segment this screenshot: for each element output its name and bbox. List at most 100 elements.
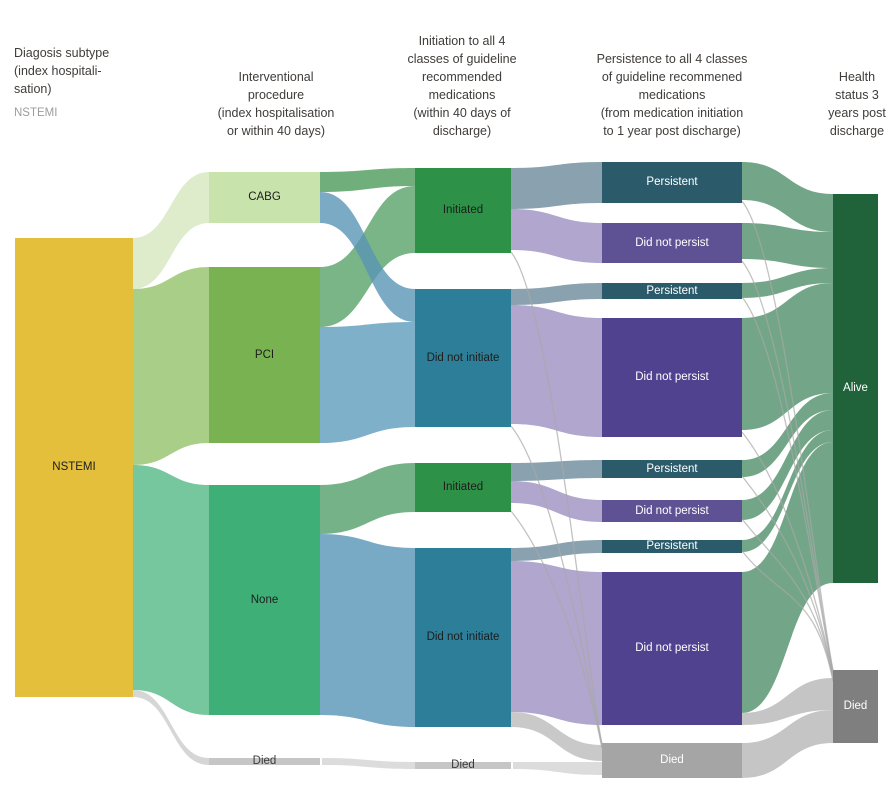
node-did-not-persist-4-label: Did not persist [635,642,709,654]
node-initiated-revasc-label: Initiated [442,204,484,216]
flow-none-initiated[interactable] [320,463,415,534]
flow-persistent4-alive[interactable] [742,430,833,552]
node-did-not-persist-2[interactable]: Did not persist [602,318,742,437]
header-line: Initiation to all 4 [418,34,506,48]
flow-nstemi-cabg[interactable] [133,172,209,289]
flow-none-did-not-initiate[interactable] [320,534,415,727]
flow-initiated1-did-not-persist1[interactable] [511,209,602,263]
flow-initiated1-persistent1[interactable] [511,162,602,209]
header-line: Health [838,70,876,84]
header-line: discharge [829,124,885,138]
node-initiated-none-label: Initiated [442,481,484,493]
node-did-not-initiate-none-label: Did not initiate [426,631,500,643]
node-did-not-initiate-revasc[interactable]: Did not initiate [415,289,511,427]
node-persistent-4[interactable]: Persistent [602,540,742,553]
flow-died-strand [741,431,834,677]
node-initiated-none[interactable]: Initiated [415,463,511,512]
flow-nstemi-died[interactable] [133,690,209,765]
flow-cabg-did-not-initiate[interactable] [320,192,415,322]
flow-died-procedure-died-initiation[interactable] [322,758,415,769]
header-line: classes of guideline [407,52,517,66]
node-initiated-revasc[interactable]: Initiated [415,168,511,253]
node-died-procedure-label: Died [252,755,277,767]
header-line: of guideline recommened [601,70,743,84]
node-did-not-initiate-revasc-label: Did not initiate [426,351,500,364]
flow-died-persistence-died-final[interactable] [742,710,833,778]
header-diagnosis-subtitle: NSTEMI [14,107,58,119]
header-line: medications [638,88,706,102]
flow-pci-did-not-initiate[interactable] [320,322,415,443]
flow-initiated2-did-not-persist3[interactable] [511,481,602,522]
flow-died-strand [741,200,834,671]
header-line: sation) [14,82,52,96]
node-persistent-2-label: Persistent [646,284,698,297]
flow-persistent3-alive[interactable] [742,393,833,477]
node-pci-label: PCI [254,348,275,361]
header-line: (index hospitalisation [217,106,335,120]
node-did-not-persist-3-label: Did not persist [635,504,709,517]
node-persistent-3-label: Persistent [646,462,698,475]
node-alive[interactable]: Alive [833,194,878,583]
flow-did-not-persist3-alive[interactable] [742,410,833,520]
node-persistent-1[interactable]: Persistent [602,162,742,203]
flow-died-strand [741,518,834,680]
flow-initiated2-persistent3[interactable] [511,460,602,481]
flow-did-not-persist4-alive[interactable] [742,442,833,713]
header-line: (within 40 days of [413,106,511,120]
node-none-label: None [250,593,279,606]
node-nstemi[interactable]: NSTEMI [15,238,133,697]
flow-did-not-persist4-died[interactable] [742,678,833,725]
node-did-not-persist-1-label: Did not persist [635,236,709,249]
node-died-final[interactable]: Died [833,670,878,743]
header-line: Diagosis subtype [14,46,110,60]
node-died-initiation-label: Died [451,759,475,771]
node-persistent-4-label: Persistent [646,540,698,552]
node-persistent-3[interactable]: Persistent [602,460,742,478]
flow-died-strand [741,296,834,675]
node-none[interactable]: None [209,485,320,715]
node-cabg[interactable]: CABG [209,172,320,223]
flow-dni2-persistent4[interactable] [511,540,602,561]
header-persistence: Persistence to all 4 classes of guidelin… [572,50,772,140]
flow-died-initiation-died-persistence[interactable] [513,762,602,775]
node-persistent-2[interactable]: Persistent [602,283,742,299]
header-line: status 3 [835,88,879,102]
flow-persistent2-alive[interactable] [742,268,833,298]
header-initiation: Initiation to all 4 classes of guideline… [377,32,547,140]
node-did-not-initiate-none[interactable]: Did not initiate [415,548,511,727]
header-line: medications [428,88,496,102]
flow-dni2-died[interactable] [511,712,602,761]
header-procedure: Interventional procedure (index hospital… [186,68,366,140]
node-died-persistence[interactable]: Died [602,743,742,778]
flow-died-strand [510,425,603,747]
node-cabg-label: CABG [248,191,281,203]
node-died-persistence-label: Died [660,754,684,766]
header-line: to 1 year post discharge) [603,124,741,138]
node-nstemi-label: NSTEMI [52,461,96,473]
node-did-not-persist-1[interactable]: Did not persist [602,223,742,263]
flow-dni2-did-not-persist4[interactable] [511,561,602,725]
header-line: recommended [422,70,502,84]
node-did-not-persist-4[interactable]: Did not persist [602,572,742,725]
header-line: Interventional [238,70,314,84]
node-did-not-persist-3[interactable]: Did not persist [602,500,742,522]
node-died-initiation[interactable] [415,762,511,769]
header-health-status: Health status 3 years post discharge [817,68,890,140]
header-line: procedure [247,88,305,102]
node-alive-label: Alive [843,382,868,394]
node-pci[interactable]: PCI [209,267,320,443]
node-died-procedure[interactable] [209,758,320,765]
flow-did-not-persist2-alive[interactable] [742,283,833,430]
flow-nstemi-pci[interactable] [133,267,209,465]
flow-persistent1-alive[interactable] [742,162,833,232]
header-line: or within 40 days) [227,124,325,138]
flow-died-strand [741,550,834,682]
flow-cabg-initiated[interactable] [320,168,415,192]
flow-dni1-did-not-persist2[interactable] [511,305,602,437]
flow-nstemi-none[interactable] [133,465,209,715]
flow-dni1-persistent2[interactable] [511,283,602,305]
flow-died-strand [510,510,603,749]
header-line: discharge) [432,124,492,138]
